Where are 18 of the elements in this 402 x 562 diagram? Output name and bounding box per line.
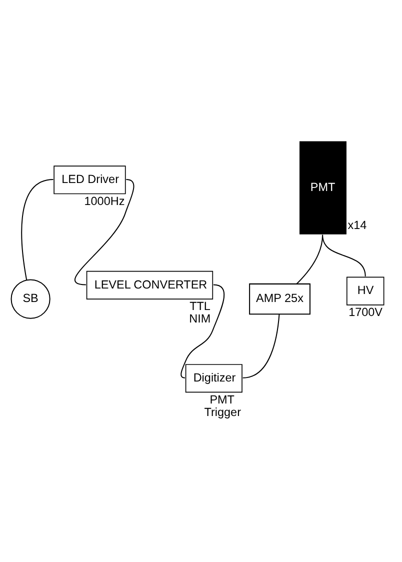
node-label: x14 — [348, 219, 367, 232]
connector — [322, 234, 366, 276]
node-label: 1000Hz — [84, 194, 125, 208]
connector — [296, 234, 324, 284]
node-label: TTL — [190, 300, 210, 314]
node-label: 1700V — [348, 306, 383, 319]
node-label: Trigger — [204, 406, 241, 419]
node-box: LEVEL CONVERTER — [86, 270, 214, 300]
node-label: PMT — [210, 393, 234, 406]
connector — [74, 178, 134, 286]
node-label: NIM — [189, 312, 211, 326]
node-box: LED Driver — [54, 166, 126, 194]
node-circle: SB — [10, 279, 50, 319]
node-box: Digitizer — [185, 364, 242, 393]
node-box: HV — [346, 276, 384, 306]
connector — [242, 314, 280, 378]
node-box: AMP 25x — [249, 283, 310, 315]
connector — [21, 178, 54, 280]
